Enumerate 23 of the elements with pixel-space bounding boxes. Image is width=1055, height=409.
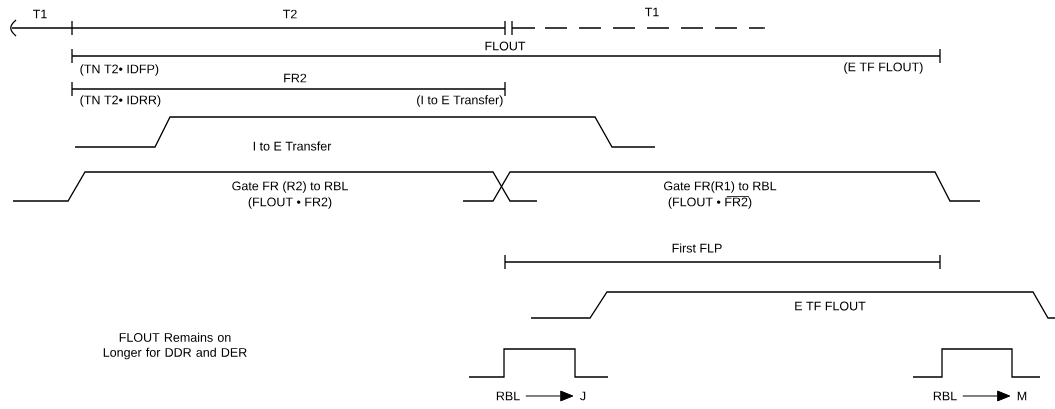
- signal-label: Gate FR(R1) to RBL: [664, 181, 777, 193]
- signal-label: (TN T2• IDRR): [80, 95, 161, 107]
- signal-label: RBL: [933, 391, 957, 401]
- signal-label: (FLOUT • FR2): [248, 197, 332, 209]
- signal-label: (FLOUT • FR2): [668, 196, 752, 209]
- signal-label: (I to E Transfer): [417, 95, 503, 107]
- arrow: [525, 390, 574, 402]
- signal-label: M: [1017, 391, 1027, 401]
- signal-label: I to E Transfer: [253, 141, 332, 151]
- note-text: FLOUT Remains on Longer for DDR and DER: [103, 332, 247, 360]
- arrow: [962, 390, 1011, 402]
- signal-label: FR2: [284, 73, 307, 83]
- signal-label: First FLP: [672, 243, 722, 253]
- signal-label: E TF FLOUT: [795, 301, 866, 311]
- signal-label: Gate FR (R2) to RBL: [232, 181, 348, 193]
- signal-label: T1: [645, 7, 659, 17]
- signal-label: T1: [33, 9, 47, 19]
- signal-label: FLOUT: [485, 41, 526, 51]
- signal-label: (TN T2• IDFP): [80, 64, 159, 76]
- signal-label: J: [580, 391, 586, 401]
- signal-label: (E TF FLOUT): [844, 62, 923, 74]
- signal-label: T2: [283, 9, 297, 19]
- signal-label: RBL: [496, 391, 520, 401]
